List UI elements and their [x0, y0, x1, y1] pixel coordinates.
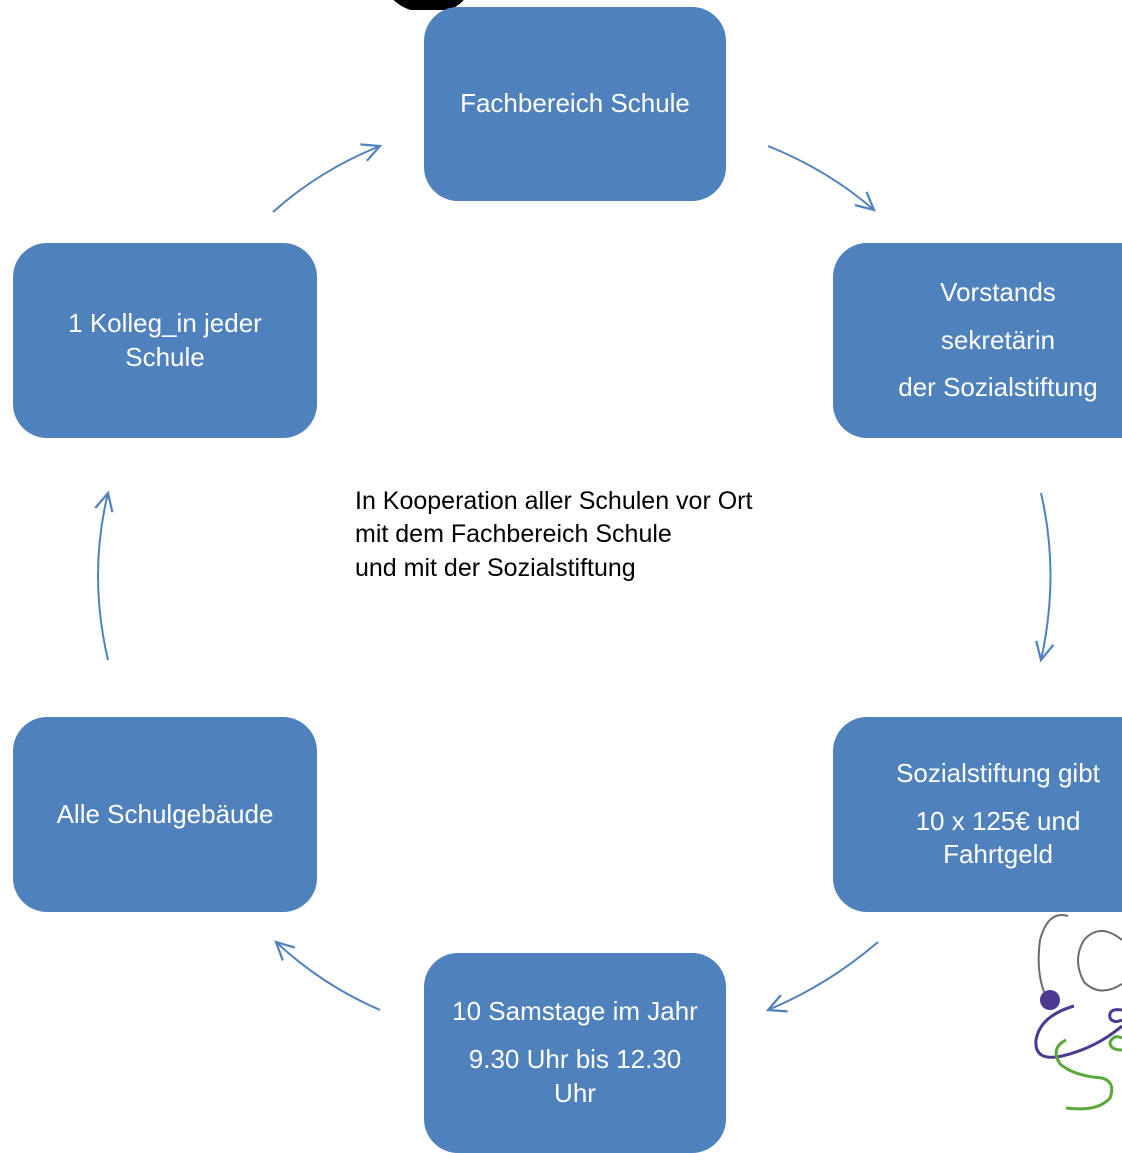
- node-label: Alle Schulgebäude: [56, 798, 274, 829]
- node-label: 1 Kolleg_in jeder: [68, 307, 262, 338]
- logo-icon: [1034, 914, 1122, 1111]
- node-samstage: 10 Samstage im Jahr 9.30 Uhr bis 12.30 U…: [424, 953, 726, 1153]
- node-fachbereich-schule: Fachbereich Schule: [424, 7, 726, 201]
- node-alle-schulgebaeude: Alle Schulgebäude: [13, 717, 317, 912]
- node-label: 10 x 125€ und: [915, 805, 1081, 836]
- node-sozialstiftung-gibt: Sozialstiftung gibt 10 x 125€ und Fahrtg…: [833, 717, 1122, 912]
- arrow-icon: [276, 942, 381, 1011]
- node-label: Sozialstiftung gibt: [896, 757, 1100, 788]
- center-line: mit dem Fachbereich Schule: [355, 520, 672, 549]
- arrow-icon: [272, 146, 380, 213]
- center-line: In Kooperation aller Schulen vor Ort: [355, 487, 753, 515]
- node-label: Vorstands: [940, 276, 1056, 307]
- node-label: sekretärin: [940, 324, 1056, 355]
- node-vorstandssekretaerin: Vorstands sekretärin der Sozialstiftung: [833, 243, 1122, 438]
- center-description: In Kooperation aller Schulen vor Ort mit…: [355, 485, 752, 585]
- node-label: der Sozialstiftung: [898, 372, 1098, 403]
- node-label: Uhr: [554, 1077, 596, 1108]
- node-label: Fachbereich Schule: [460, 88, 690, 119]
- arrow-icon: [767, 145, 874, 210]
- node-label: 9.30 Uhr bis 12.30: [468, 1044, 682, 1075]
- center-line: und mit der Sozialstiftung: [355, 553, 636, 582]
- arrow-icon: [98, 493, 108, 661]
- title-fragment: [393, 0, 464, 10]
- arrow-icon: [768, 941, 879, 1010]
- node-label: 10 Samstage im Jahr: [452, 996, 698, 1027]
- arrow-icon: [1041, 492, 1051, 660]
- node-kollegin: 1 Kolleg_in jeder Schule: [13, 243, 317, 438]
- node-label: Schule: [125, 341, 205, 372]
- node-label: Fahrtgeld: [943, 839, 1053, 870]
